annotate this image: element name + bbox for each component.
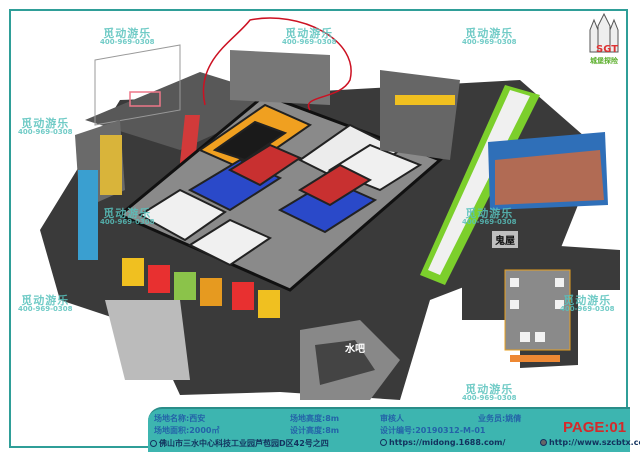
haunted-house-mats [510,278,564,342]
address: 佛山市三水中心科技工业园芦苞园D区42号之四 [150,438,329,449]
salesperson: 业务员:姚倩 [478,414,522,423]
info-footer: 场地名称:西安 场地面积:2000㎡ 场地高度:8m 设计高度:8m 审核人 设… [148,407,640,452]
water-bar-label: 水吧 [345,344,365,355]
slide-surface [428,90,530,275]
water-bar-counter [315,340,375,385]
pool-area [105,300,190,380]
castle-adventure-logo: SGT 城堡探险 [582,12,626,66]
reviewer: 审核人 [380,414,404,423]
venue-height: 场地高度:8m [290,414,340,423]
shop-link[interactable]: https://midong.1688.com/ [380,438,505,447]
trampoline-grid [138,103,423,267]
haunted-house-label: 鬼屋 [492,231,518,248]
shop-url-text: https://midong.1688.com/ [389,438,506,447]
location-icon [150,440,157,447]
graffiti-art [495,150,604,205]
website-text: http://www.szcbtx.com [549,438,640,447]
globe-icon [540,439,547,446]
letter-blocks [122,258,280,318]
obstacle-wall [380,70,460,160]
climbing-panel-yellow [100,135,122,195]
design-number: 设计编号:20190312-M-01 [380,426,486,435]
yellow-rail [395,95,455,105]
climbing-panel [78,170,98,260]
haunted-house-strip [510,355,560,362]
website-link[interactable]: http://www.szcbtx.com [540,438,640,447]
svg-text:SGT: SGT [596,44,618,55]
page-number: PAGE:01 [563,419,627,436]
red-rope-course [202,17,352,111]
ninja-tower [230,50,330,105]
castle-icon: SGT [589,12,619,55]
venue-area: 场地面积:2000㎡ [154,426,220,435]
design-height: 设计高度:8m [290,426,340,435]
venue-name: 场地名称:西安 [154,414,206,423]
logo-caption: 城堡探险 [590,57,618,65]
address-text: 佛山市三水中心科技工业园芦苞园D区42号之四 [159,439,329,448]
link-icon [380,439,387,446]
pink-mat [129,91,161,107]
glass-room [94,44,181,126]
